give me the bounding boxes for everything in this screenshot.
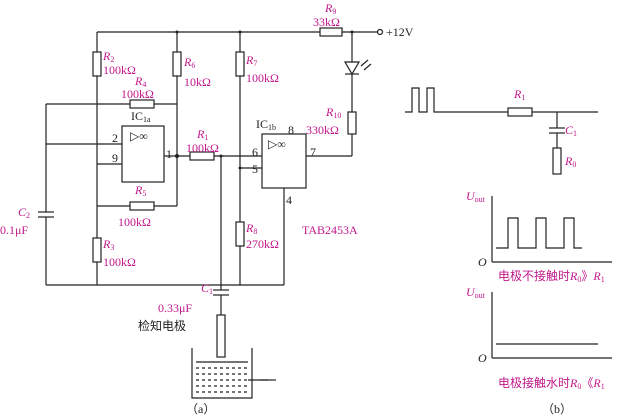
led-ray bbox=[363, 63, 372, 71]
label-r8-name: R8 bbox=[246, 221, 258, 236]
label-ic1b-pin6: 6 bbox=[252, 145, 258, 159]
led-ray bbox=[360, 59, 369, 67]
label-r2-value: 100kΩ bbox=[103, 63, 136, 77]
label-c2-value: 0.1μF bbox=[0, 223, 29, 237]
caption-a: （a） bbox=[186, 402, 216, 416]
ic1a-box bbox=[121, 125, 165, 183]
label-ic1a: IC1a bbox=[131, 109, 151, 124]
label-electrode: 检知电极 bbox=[138, 319, 187, 333]
label-c1-name: C1 bbox=[201, 281, 214, 296]
label-b-c1: C1 bbox=[565, 123, 578, 138]
caption-b: （b） bbox=[542, 402, 573, 416]
resistor-r2 bbox=[92, 51, 102, 77]
resistor-r6 bbox=[172, 51, 182, 77]
caption-b-on: 电极接触水时R0《R1 bbox=[498, 376, 605, 391]
label-ic1a-pin9: 9 bbox=[112, 151, 118, 165]
supply-terminal bbox=[376, 28, 384, 36]
resistor-r10 bbox=[347, 111, 357, 135]
label-b-origin-2: O bbox=[478, 351, 487, 365]
resistor-r8 bbox=[235, 221, 245, 247]
label-supply: +12V bbox=[386, 25, 414, 39]
label-b-r0: R0 bbox=[565, 154, 577, 169]
label-r9-name: R9 bbox=[325, 1, 337, 16]
label-r1-value: 100kΩ bbox=[186, 141, 219, 155]
label-b-r1: R1 bbox=[514, 87, 526, 102]
label-r7-name: R7 bbox=[246, 53, 258, 68]
resistor-r9 bbox=[319, 27, 343, 37]
label-ic1a-pin2: 2 bbox=[112, 131, 118, 145]
label-r5-name: R5 bbox=[135, 183, 147, 198]
label-r5-value: 100kΩ bbox=[118, 215, 151, 229]
detection-electrode bbox=[216, 314, 226, 358]
resistor-r3 bbox=[92, 237, 102, 263]
label-c1-value: 0.33μF bbox=[158, 301, 193, 315]
label-r10-value: 330kΩ bbox=[306, 123, 339, 137]
label-chip: TAB2453A bbox=[302, 223, 358, 237]
resistor-r4 bbox=[129, 99, 155, 109]
label-r4-value: 100kΩ bbox=[121, 87, 154, 101]
label-r3-value: 100kΩ bbox=[103, 255, 136, 269]
junction-dot bbox=[238, 166, 242, 170]
resistor-b-r1 bbox=[507, 107, 533, 117]
label-ic1b: IC1b bbox=[256, 117, 276, 132]
input-pulse bbox=[405, 87, 440, 113]
label-b-uout-1: Uout bbox=[466, 189, 485, 204]
label-ic1b-pin7: 7 bbox=[310, 145, 316, 159]
label-ic1a-symbol: ▷∞ bbox=[130, 129, 148, 143]
label-r8-value: 270kΩ bbox=[246, 237, 279, 251]
resistor-r7 bbox=[235, 51, 245, 77]
label-ic1b-pin8: 8 bbox=[288, 123, 294, 137]
caption-b-off: 电极不接触时R0》R1 bbox=[498, 269, 605, 284]
label-r6-name: R6 bbox=[184, 55, 196, 70]
label-r4-name: R4 bbox=[135, 74, 147, 89]
label-r7-value: 100kΩ bbox=[246, 71, 279, 85]
label-ic1b-symbol: ▷∞ bbox=[268, 137, 286, 151]
label-r2-name: R2 bbox=[103, 49, 115, 64]
label-b-uout-2: Uout bbox=[466, 285, 485, 300]
label-r3-name: R3 bbox=[103, 237, 115, 252]
label-ic1a-pin1: 1 bbox=[166, 147, 172, 161]
resistor-r5 bbox=[129, 201, 155, 211]
label-c2-name: C2 bbox=[18, 205, 31, 220]
label-b-origin-1: O bbox=[478, 255, 487, 269]
water-container bbox=[191, 348, 253, 399]
label-r9-value: 33kΩ bbox=[313, 15, 340, 29]
resistor-b-r0 bbox=[552, 147, 562, 175]
output-waveform-off bbox=[496, 217, 582, 249]
label-r6-value: 10kΩ bbox=[184, 75, 211, 89]
label-r10-name: R10 bbox=[326, 105, 342, 120]
label-ic1b-pin5: 5 bbox=[252, 162, 258, 176]
label-r1-name: R1 bbox=[197, 127, 209, 142]
label-ic1b-pin4: 4 bbox=[286, 193, 292, 207]
led-diode bbox=[343, 61, 361, 76]
